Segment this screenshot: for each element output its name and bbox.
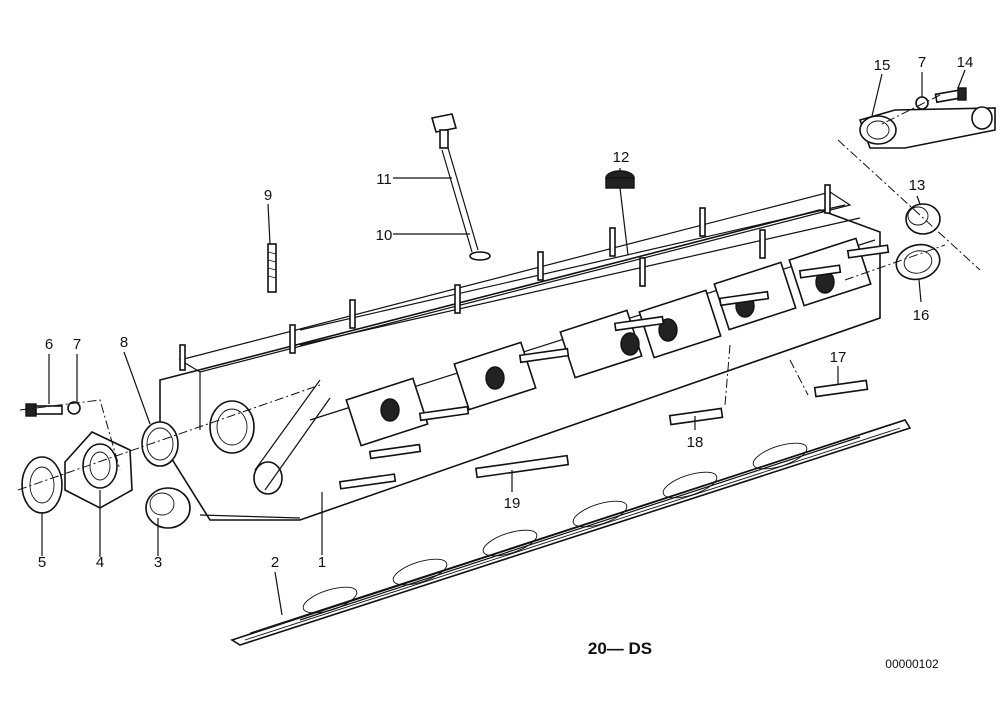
callout-7-left: 7 <box>73 336 81 353</box>
washer-7-right <box>915 96 929 110</box>
callout-12: 12 <box>613 149 630 166</box>
stud-18 <box>668 407 724 426</box>
callout-1: 1 <box>318 554 326 571</box>
cylinder-head <box>159 184 890 521</box>
callout-11: 11 <box>376 171 392 188</box>
reference-number: 00000102 <box>885 657 939 671</box>
callout-6: 6 <box>45 336 53 353</box>
diagram-code: 20— DS <box>588 639 652 658</box>
bearing-3 <box>145 487 191 529</box>
callout-13: 13 <box>909 177 926 194</box>
callout-4: 4 <box>96 554 104 571</box>
head-studs-top <box>179 184 831 371</box>
stud-19 <box>474 454 570 479</box>
stud-9 <box>267 243 277 293</box>
plug-12 <box>605 170 635 256</box>
washer-7-left <box>67 401 81 415</box>
callout-9: 9 <box>264 187 272 204</box>
callout-8: 8 <box>120 334 128 351</box>
bolt-14 <box>934 87 967 104</box>
axis-line-right <box>837 139 981 271</box>
callout-15: 15 <box>874 57 891 74</box>
callout-17: 17 <box>830 349 847 366</box>
callout-labels: 1 2 3 4 5 6 7 8 9 10 11 12 13 14 7 15 16… <box>38 54 974 571</box>
callout-7-right: 7 <box>918 54 926 71</box>
callout-2: 2 <box>271 554 279 571</box>
port-flanges <box>345 237 872 447</box>
callout-14: 14 <box>957 54 974 71</box>
cover-4 <box>64 431 133 509</box>
seal-5 <box>21 456 63 514</box>
callout-19: 19 <box>504 495 521 512</box>
callout-5: 5 <box>38 554 46 571</box>
callout-3: 3 <box>154 554 162 571</box>
callout-18: 18 <box>687 434 704 451</box>
ring-8 <box>141 421 179 467</box>
head-bolt-11 <box>430 113 479 253</box>
stud-17 <box>813 379 869 398</box>
head-gasket <box>230 419 912 646</box>
sleeve-13 <box>905 203 941 235</box>
washer-10 <box>469 251 491 261</box>
callout-16: 16 <box>913 307 930 324</box>
manifold-studs <box>338 244 890 490</box>
water-pipe-15 <box>858 106 996 149</box>
gasket-16 <box>895 243 941 281</box>
axis-line-left <box>17 384 321 491</box>
leader-lines <box>41 69 966 616</box>
callout-10: 10 <box>376 227 393 244</box>
